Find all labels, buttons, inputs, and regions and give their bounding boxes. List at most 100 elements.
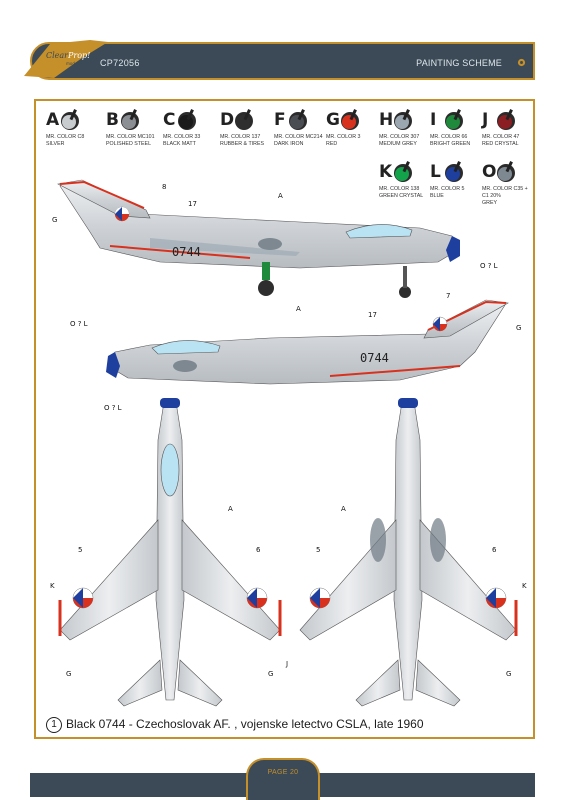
swatch-code: MR. COLOR C35 + — [482, 186, 528, 192]
paint-drop-icon — [445, 109, 463, 130]
swatch-name: RED CRYSTAL — [482, 141, 519, 147]
page-header: Clear Prop! models CP72056 PAINTING SCHE… — [0, 0, 566, 92]
color-swatch-k: K MR. COLOR 138 GREEN CRYSTAL — [379, 160, 449, 202]
side-profile-right: 0744 — [106, 299, 509, 385]
callout-17: 17 — [188, 200, 197, 208]
swatch-name: BLUE — [430, 193, 444, 199]
paint-drop-icon — [497, 161, 515, 182]
callout-o-l: O ? L — [480, 262, 498, 270]
swatch-name: BLACK MATT — [163, 141, 196, 147]
page-number: PAGE 20 — [267, 769, 299, 776]
callout-k: K — [50, 582, 55, 590]
color-swatch-b: B MR. COLOR MC101 POLISHED STEEL — [106, 108, 176, 150]
paint-drop-icon — [289, 109, 307, 130]
swatch-name: RUBBER & TIRES — [220, 141, 265, 147]
swatch-code: MR. COLOR 307 — [379, 134, 420, 140]
callout-7: 7 — [446, 292, 451, 300]
paint-drop-icon — [235, 109, 253, 130]
callout-g: G — [516, 324, 522, 332]
callout-g: G — [66, 670, 72, 678]
swatch-code: MR. COLOR C8 — [46, 134, 85, 140]
paint-drop-icon — [497, 109, 515, 130]
color-swatch-d: D MR. COLOR 137 RUBBER & TIRES — [220, 108, 290, 150]
swatch-letter: B — [106, 110, 119, 130]
swatch-letter: A — [46, 110, 60, 130]
callout-a: A — [278, 192, 283, 200]
color-swatch-c: C MR. COLOR 33 BLACK MATT — [163, 108, 233, 150]
callout-5: 5 — [78, 546, 83, 554]
logo-text-top: Clear — [46, 51, 69, 60]
color-swatch-o: O MR. COLOR C35 + C1 20% GREY — [482, 160, 552, 206]
swatch-letter: D — [220, 110, 235, 130]
caption-text: Black 0744 - Czechoslovak AF. , vojenske… — [66, 717, 424, 731]
swatch-name: BRIGHT GREEN — [430, 141, 471, 147]
logo-text-right: Prop! — [67, 51, 90, 60]
footer-tab — [246, 758, 320, 800]
bullet-icon — [517, 58, 526, 67]
swatch-letter: J — [482, 110, 489, 130]
callout-k: K — [522, 582, 527, 590]
side-profile-left: 0744 — [57, 179, 460, 298]
clear-prop-logo: Clear Prop! models — [24, 40, 108, 78]
product-code: CP72056 — [100, 58, 140, 68]
color-swatch-h: H MR. COLOR 307 MEDIUM GREY — [379, 108, 449, 150]
paint-drop-icon — [394, 161, 412, 182]
scheme-caption: 1 Black 0744 - Czechoslovak AF. , vojensk… — [46, 717, 424, 733]
swatch-name: POLISHED STEEL — [106, 141, 152, 147]
swatch-name-2: GREY — [482, 200, 498, 206]
callout-j: J — [286, 660, 289, 668]
serial-number: 0744 — [360, 351, 389, 365]
paint-drop-icon — [61, 109, 79, 130]
callout-6: 6 — [256, 546, 261, 554]
callout-g: G — [52, 216, 58, 224]
content-frame — [34, 99, 535, 739]
swatch-name: GREEN CRYSTAL — [379, 193, 424, 199]
swatch-code: MR. COLOR 5 — [430, 186, 465, 192]
color-swatch-g: G MR. COLOR 3 RED — [326, 108, 396, 150]
callout-o-l: O ? L — [104, 404, 122, 412]
swatch-letter: H — [379, 110, 394, 130]
callout-a: A — [296, 305, 301, 313]
callout-g: G — [268, 670, 274, 678]
swatch-name: C1 20% — [482, 193, 501, 199]
swatch-code: MR. COLOR 3 — [326, 134, 361, 140]
bottom-view — [299, 398, 518, 707]
header-bar — [30, 42, 535, 80]
swatch-letter: K — [379, 162, 393, 182]
swatch-code: MR. COLOR 33 — [163, 134, 201, 140]
paint-drop-icon — [121, 109, 139, 130]
swatch-name: SILVER — [46, 141, 65, 147]
callout-17: 17 — [368, 311, 377, 319]
swatch-code: MR. COLOR 138 — [379, 186, 420, 192]
swatch-letter: L — [430, 162, 441, 182]
logo-text-sub: models — [66, 61, 81, 66]
callout-g: G — [506, 670, 512, 678]
color-swatch-a: A MR. COLOR C8 SILVER — [46, 108, 116, 150]
paint-drop-icon — [445, 161, 463, 182]
paint-drop-icon — [341, 109, 359, 130]
top-view — [58, 398, 282, 707]
swatch-letter: C — [163, 110, 176, 130]
swatch-code: MR. COLOR 66 — [430, 134, 468, 140]
swatch-code: MR. COLOR MC101 — [106, 134, 155, 140]
caption-number: 1 — [46, 717, 62, 733]
swatch-code: MR. COLOR 47 — [482, 134, 520, 140]
paint-drop-icon — [394, 109, 412, 130]
swatch-name: RED — [326, 141, 338, 147]
callout-a: A — [228, 505, 233, 513]
color-swatch-j: J MR. COLOR 47 RED CRYSTAL — [482, 108, 552, 150]
swatch-letter: O — [482, 162, 497, 182]
swatch-letter: I — [430, 110, 437, 130]
serial-number: 0744 — [172, 245, 201, 259]
color-swatch-i: I MR. COLOR 66 BRIGHT GREEN — [430, 108, 500, 150]
callout-a: A — [341, 505, 346, 513]
section-title: PAINTING SCHEME — [416, 58, 502, 68]
callout-6: 6 — [492, 546, 497, 554]
swatch-letter: F — [274, 110, 286, 130]
callout-8: 8 — [162, 183, 167, 191]
callout-o-l: O ? L — [70, 320, 88, 328]
color-swatch-l: L MR. COLOR 5 BLUE — [430, 160, 500, 202]
swatch-letter: G — [326, 110, 340, 130]
swatch-code: MR. COLOR MC214 — [274, 134, 323, 140]
